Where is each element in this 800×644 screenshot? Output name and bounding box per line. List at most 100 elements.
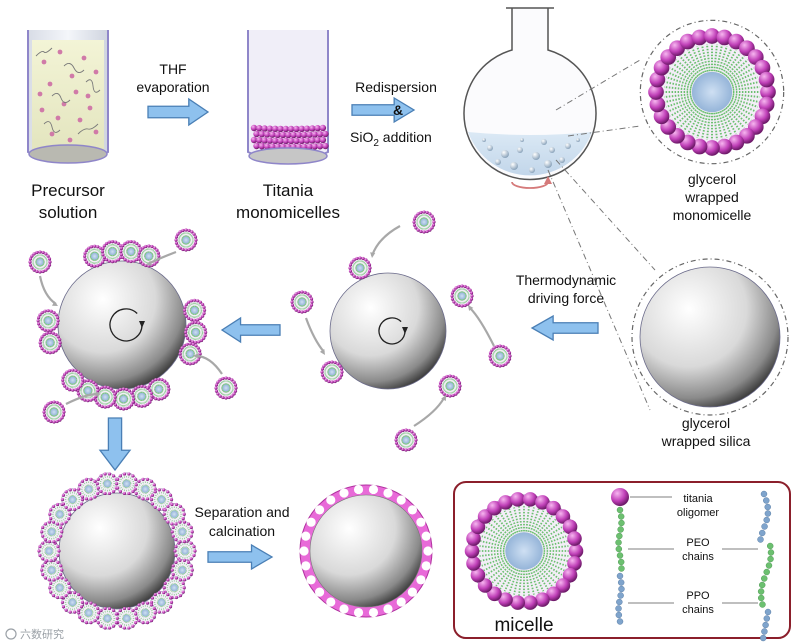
titania-bead xyxy=(187,247,191,252)
peo-chain xyxy=(502,351,508,355)
legend-ppo-segment xyxy=(616,572,624,580)
peo-chain xyxy=(186,243,188,249)
peo-chain xyxy=(161,383,166,388)
peo-chain xyxy=(52,523,55,529)
micelle-bead xyxy=(319,136,327,144)
mesopore xyxy=(353,607,364,618)
micelle-bead xyxy=(322,130,329,138)
titania-bead xyxy=(171,525,175,530)
titania-bead xyxy=(192,298,197,302)
peo-chain xyxy=(125,253,130,259)
peo-chain xyxy=(49,542,52,549)
titania-bead xyxy=(320,373,325,377)
titania-bead xyxy=(490,360,494,364)
peo-chain xyxy=(305,302,311,304)
peo-chain xyxy=(358,271,360,277)
peo-chain xyxy=(120,401,123,408)
titania-bead xyxy=(174,241,179,245)
titania-bead xyxy=(367,269,372,273)
peo-chain xyxy=(453,296,459,298)
titania-bead xyxy=(309,303,314,307)
titania-bead xyxy=(197,321,201,325)
peo-chain xyxy=(99,619,105,622)
dispersed-particle xyxy=(501,150,509,158)
peo-chain xyxy=(163,494,169,498)
peo-chain xyxy=(143,258,147,263)
titania-bead xyxy=(96,621,100,625)
peo-chain xyxy=(188,356,190,363)
legend-peo-segment xyxy=(617,526,624,533)
legend-ppo-segment xyxy=(757,536,764,543)
titania-bead xyxy=(95,482,99,486)
peo-chain xyxy=(441,384,447,386)
approach-arrow-head xyxy=(193,353,199,359)
peo-chain xyxy=(104,247,110,251)
peo-chain xyxy=(51,552,57,557)
peo-chain xyxy=(691,107,706,137)
titania-bead xyxy=(137,257,141,261)
micelle-bead xyxy=(258,131,265,138)
peo-chain xyxy=(51,335,56,341)
ppo-core xyxy=(103,614,111,622)
coating-micelle xyxy=(77,477,101,501)
peo-chain xyxy=(140,387,142,394)
peo-chain xyxy=(108,621,111,627)
peo-chain xyxy=(86,257,92,260)
peo-chain xyxy=(90,248,94,254)
titania-bead xyxy=(174,538,178,542)
peo-chain xyxy=(118,480,124,483)
peo-chain xyxy=(501,348,505,354)
peo-chain xyxy=(50,334,52,340)
peo-chain xyxy=(51,335,55,341)
peo-chain xyxy=(34,255,39,260)
peo-chain xyxy=(451,379,456,384)
titania-bead xyxy=(153,592,157,597)
titania-bead xyxy=(37,549,41,553)
titania-bead xyxy=(42,407,47,411)
silica-core xyxy=(309,494,423,608)
titania-bead xyxy=(178,504,183,509)
watermark-logo-icon xyxy=(5,628,17,640)
peo-chain xyxy=(168,507,173,512)
peo-chain xyxy=(196,324,201,330)
titania-bead xyxy=(107,472,112,476)
titania-bead xyxy=(184,327,188,331)
titania-bead xyxy=(93,619,97,623)
peo-chain xyxy=(138,614,143,619)
peo-chain xyxy=(218,389,224,393)
peo-chain xyxy=(82,392,87,398)
oligomer-dot xyxy=(37,91,43,97)
peo-chain xyxy=(41,342,48,345)
peo-chain xyxy=(193,354,199,356)
titania-bead xyxy=(162,591,166,595)
titania-bead xyxy=(35,269,39,274)
watermark: 六数研究 xyxy=(5,627,64,641)
ppo-core xyxy=(85,609,93,617)
legend-ppo-segment xyxy=(760,634,767,642)
titania-bead xyxy=(106,404,110,409)
coating-micelle xyxy=(60,591,85,614)
titania-bead xyxy=(407,447,411,452)
attached-micelle xyxy=(450,284,474,308)
titania-bead xyxy=(292,306,296,310)
ppo-core xyxy=(145,252,153,260)
titania-bead xyxy=(308,306,312,310)
titania-bead xyxy=(80,479,85,483)
peo-chain xyxy=(148,486,154,489)
titania-bead xyxy=(97,611,101,615)
peo-chain xyxy=(60,505,63,512)
peo-chain xyxy=(495,358,499,364)
peo-chain xyxy=(418,215,423,220)
titania-bead xyxy=(111,389,115,393)
peo-chain xyxy=(105,388,109,395)
titania-bead xyxy=(170,576,174,580)
peo-chain xyxy=(80,392,86,396)
peo-chain xyxy=(463,298,467,304)
peo-chain xyxy=(65,597,71,601)
peo-chain xyxy=(298,293,302,300)
peo-chain xyxy=(186,356,190,363)
peo-chain xyxy=(186,311,192,314)
titania-bead xyxy=(320,367,325,371)
peo-chain xyxy=(145,604,149,610)
peo-chain xyxy=(86,254,92,256)
